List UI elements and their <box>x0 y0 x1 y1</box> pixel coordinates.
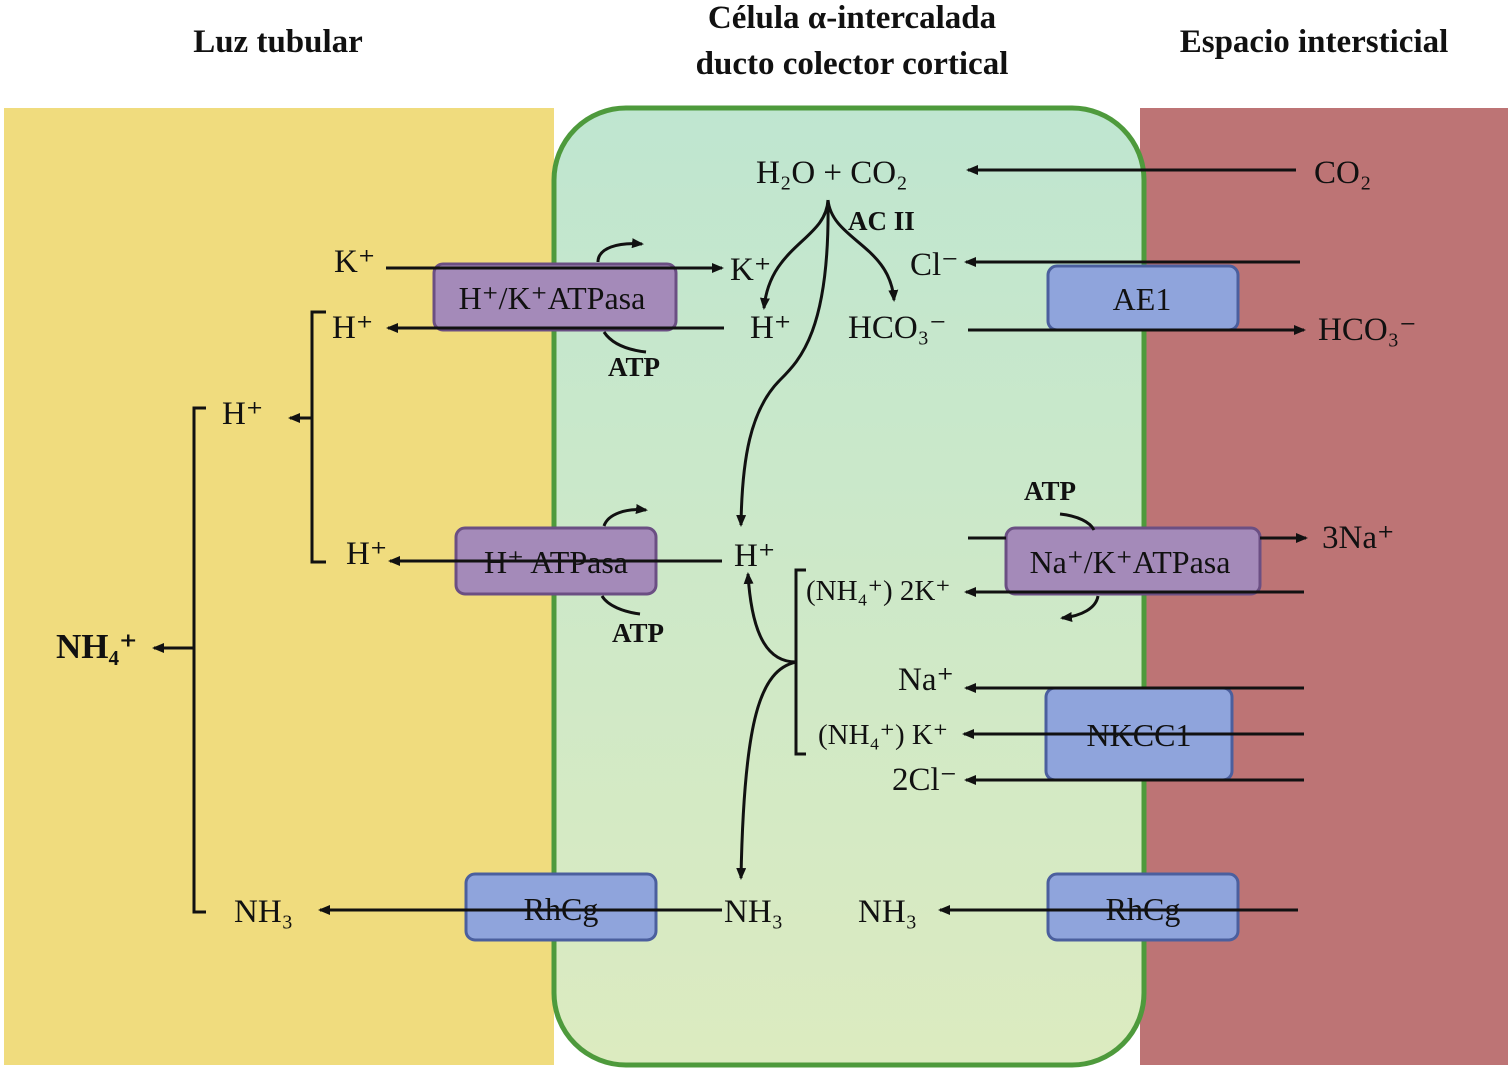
nh4-lumen-label: NH₄⁺ <box>56 627 137 666</box>
ac2-to-h-arrow <box>759 199 830 310</box>
rhcg-apical-transporter <box>464 872 658 942</box>
h-cell-mid-label: H⁺ <box>734 538 775 574</box>
co2-interstitium-label: CO₂ <box>1314 155 1371 191</box>
nh4-to-nh3-arrow <box>736 660 797 880</box>
ac2-to-h-mid-arrow <box>736 199 830 527</box>
h-atp-label: ATP <box>612 618 664 648</box>
h-atp-curve-top <box>602 504 648 527</box>
rhcg-basolateral-transporter <box>1046 872 1240 942</box>
hk-atp-curve-top <box>596 238 644 263</box>
na-cell-label: Na⁺ <box>898 662 954 698</box>
cl-cell-label: Cl⁻ <box>910 247 959 283</box>
h-bracket-right <box>310 310 326 564</box>
nh3-cell-label: NH₃ <box>724 894 783 930</box>
hk-atpase-label: H⁺/K⁺ATPasa <box>459 280 646 316</box>
hk-atp-label: ATP <box>608 352 660 382</box>
ae1-label: AE1 <box>1113 281 1172 317</box>
h-atp-curve-bottom <box>600 595 641 616</box>
h-lumen-top-label: H⁺ <box>332 310 373 346</box>
nak-atp-curve-top <box>1059 512 1096 531</box>
nak-atp-curve-bottom <box>1060 595 1100 622</box>
h-lumen-mid-label: H⁺ <box>222 396 263 432</box>
h-cell-top-label: H⁺ <box>750 310 791 346</box>
hk-atp-curve-bottom <box>602 331 647 354</box>
hco3-interstitium-label: HCO₃⁻ <box>1318 312 1417 348</box>
k-lumen-label: K⁺ <box>334 244 375 280</box>
hk-atpase-transporter <box>432 262 678 332</box>
nak-atpase-label: Na⁺/K⁺ATPasa <box>1030 544 1231 580</box>
nh3-lumen-label: NH₃ <box>234 894 293 930</box>
nh4-bracket <box>192 406 206 914</box>
h2o-co2-label: H₂O + CO₂ <box>756 155 908 191</box>
cl2-label: 2Cl⁻ <box>892 762 957 798</box>
h-lumen-bottom-label: H⁺ <box>346 536 387 572</box>
nh3-cell-right-label: NH₃ <box>858 894 917 930</box>
hco3-cell-label: HCO₃⁻ <box>848 310 947 346</box>
carbonic-anhydrase-label: AC II <box>848 206 915 236</box>
k-cell-label: K⁺ <box>730 252 771 288</box>
nak-atp-label: ATP <box>1024 476 1076 506</box>
nh4-to-h-arrow <box>743 572 797 664</box>
cell-title-line2: ducto colector cortical <box>696 46 1009 82</box>
nh4-2k-label: (NH₄⁺) 2K⁺ <box>806 575 951 607</box>
lumen-title: Luz tubular <box>193 24 363 60</box>
nh4-k-label: (NH₄⁺) K⁺ <box>818 719 948 751</box>
na3-label: 3Na⁺ <box>1322 520 1394 556</box>
cell-title-line1: Célula α-intercalada <box>708 0 996 36</box>
nak-atpase-transporter <box>1004 526 1262 596</box>
ac2-to-hco3-arrow <box>826 199 899 302</box>
interstitium-title: Espacio intersticial <box>1180 24 1449 60</box>
